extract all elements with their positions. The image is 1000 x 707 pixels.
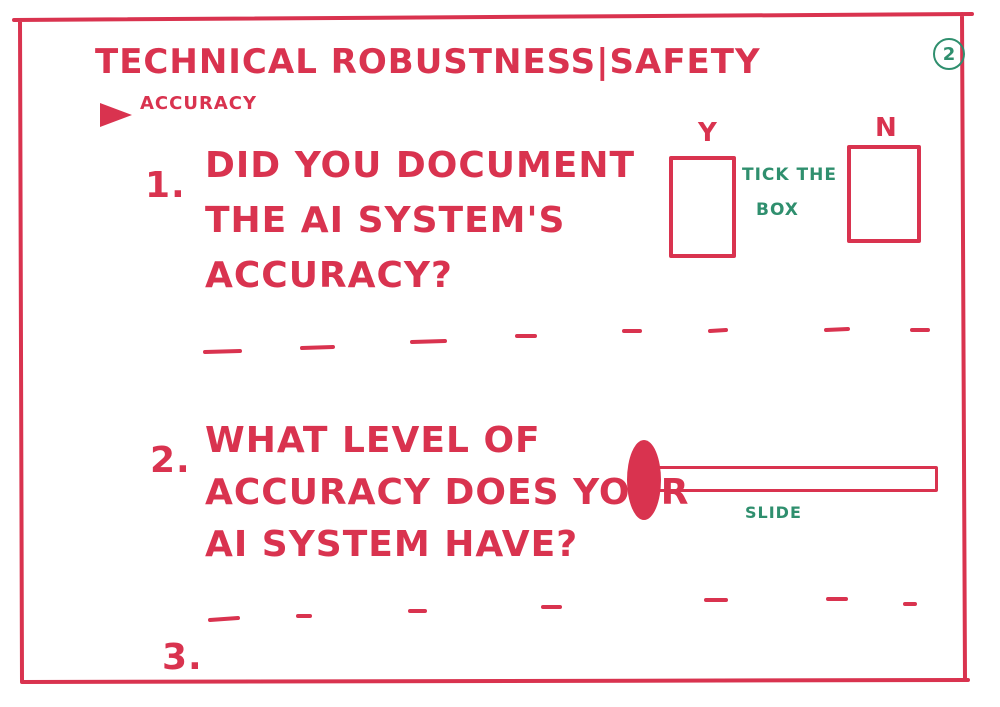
page-title: TECHNICAL ROBUSTNESS|SAFETY bbox=[95, 42, 761, 82]
section-subtitle: ACCURACY bbox=[140, 93, 258, 114]
no-checkbox[interactable] bbox=[847, 145, 921, 243]
yes-label: Y bbox=[698, 118, 718, 148]
tick-the-box-hint-line-2: BOX bbox=[756, 200, 799, 220]
question-2-line-1: WHAT LEVEL OF bbox=[205, 420, 541, 461]
accuracy-slider-handle[interactable] bbox=[627, 440, 661, 520]
answer-line-1 bbox=[203, 327, 930, 354]
question-1-line-2: THE AI SYSTEM'S bbox=[205, 200, 566, 241]
page-number-badge: 2 bbox=[933, 38, 965, 70]
question-2-line-3: AI SYSTEM HAVE? bbox=[205, 524, 579, 565]
question-3-number: 3. bbox=[162, 637, 203, 678]
accuracy-slider-track[interactable] bbox=[640, 466, 938, 492]
slide-hint: SLIDE bbox=[745, 503, 802, 522]
question-2-number: 2. bbox=[150, 440, 191, 481]
question-1-number: 1. bbox=[145, 165, 186, 206]
play-bullet-icon bbox=[100, 103, 132, 127]
question-1-line-1: DID YOU DOCUMENT bbox=[205, 145, 636, 186]
no-label: N bbox=[875, 113, 898, 143]
question-2-line-2: ACCURACY DOES YOUR bbox=[205, 472, 690, 513]
question-1-line-3: ACCURACY? bbox=[205, 255, 453, 296]
tick-the-box-hint-line-1: TICK THE bbox=[742, 165, 837, 185]
answer-line-2 bbox=[208, 597, 917, 622]
yes-checkbox[interactable] bbox=[669, 156, 736, 258]
